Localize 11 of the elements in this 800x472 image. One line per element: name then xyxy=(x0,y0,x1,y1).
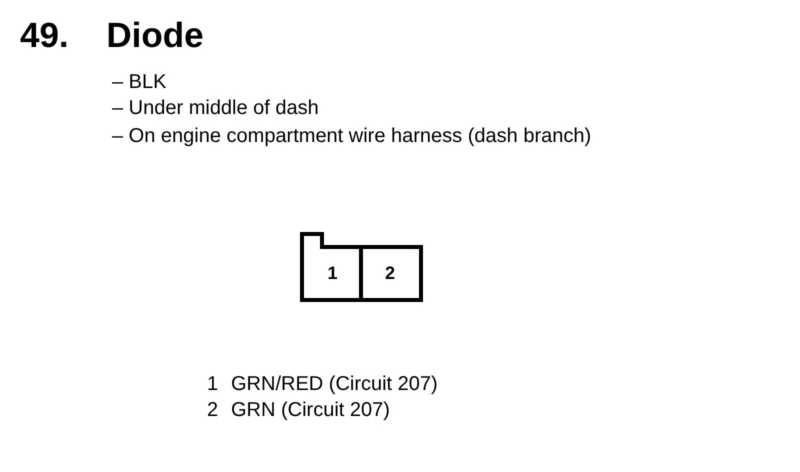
diagram-title: 49. Diode xyxy=(20,15,204,57)
note: – BLK xyxy=(112,70,166,94)
pin-number: 1 xyxy=(207,372,218,396)
cavity-number: 2 xyxy=(361,249,419,298)
note: – On engine compartment wire harness (dash branch) xyxy=(112,124,592,148)
note: – Under middle of dash xyxy=(112,96,319,120)
cavity-number: 1 xyxy=(304,249,361,298)
wire-description: GRN/RED (Circuit 207) xyxy=(231,372,438,396)
pin-number: 2 xyxy=(207,398,218,422)
connector-outline xyxy=(298,230,425,304)
wire-description: GRN (Circuit 207) xyxy=(231,398,390,422)
